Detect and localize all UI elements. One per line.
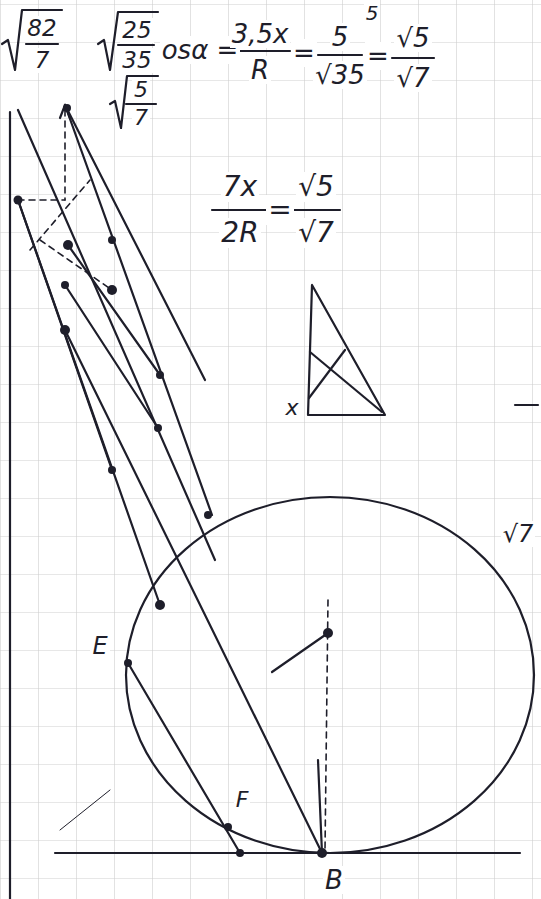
construction-line <box>65 105 212 515</box>
point-label: B <box>323 866 345 894</box>
equals-sign: = <box>365 42 391 70</box>
formula-text: 5 <box>364 2 381 24</box>
formula-text: 7 <box>132 106 150 130</box>
formula-text: √5 <box>394 24 431 52</box>
dashed-line <box>30 180 90 250</box>
fraction-bar <box>392 57 434 59</box>
fraction-bar <box>212 209 268 211</box>
radius-line <box>272 633 328 672</box>
side-label: x <box>283 396 300 420</box>
formula-text: 25 <box>120 18 153 43</box>
formula-text: 2R <box>219 218 260 248</box>
dash-mark <box>515 404 538 406</box>
formula-text: 3,5x <box>230 20 291 48</box>
formula-text: 82 <box>25 16 58 41</box>
pencil-stroke <box>60 790 110 830</box>
formula-text: √7 <box>501 521 536 547</box>
construction-line <box>65 105 205 380</box>
vertical-line <box>9 112 11 899</box>
tangent-line <box>55 852 520 854</box>
fraction-bar <box>118 44 154 46</box>
formula-text: 35 <box>120 48 153 73</box>
construction-line <box>18 200 160 605</box>
formula-text: 5 <box>330 23 351 51</box>
fraction-bar <box>318 54 362 56</box>
formula-text: R <box>249 56 271 84</box>
formula-text: √7 <box>394 64 431 92</box>
formula-text: 5 <box>132 78 150 102</box>
small-triangle <box>308 285 385 415</box>
triangle-line <box>309 350 345 398</box>
point-label: E <box>90 633 109 659</box>
formula-text: √5 <box>296 172 336 202</box>
formula-text: 7x <box>221 172 259 202</box>
formula-text: √35 <box>313 61 367 89</box>
radius-line <box>318 760 322 853</box>
formula-text: 7 <box>33 48 52 73</box>
chord-line <box>128 663 240 853</box>
point-label: F <box>234 788 251 812</box>
equals-sign: = <box>266 195 293 225</box>
fraction-bar <box>292 209 340 211</box>
dashed-line <box>18 199 65 201</box>
dashed-line <box>40 240 112 290</box>
construction-line <box>65 285 158 428</box>
formula-text: osα = <box>160 36 241 64</box>
fraction-bar <box>26 43 58 45</box>
construction-line <box>65 330 322 853</box>
construction-line <box>18 110 215 560</box>
fraction-bar <box>126 103 156 105</box>
formula-text: √7 <box>296 218 336 248</box>
circle <box>126 497 534 853</box>
dashed-line <box>64 110 66 200</box>
